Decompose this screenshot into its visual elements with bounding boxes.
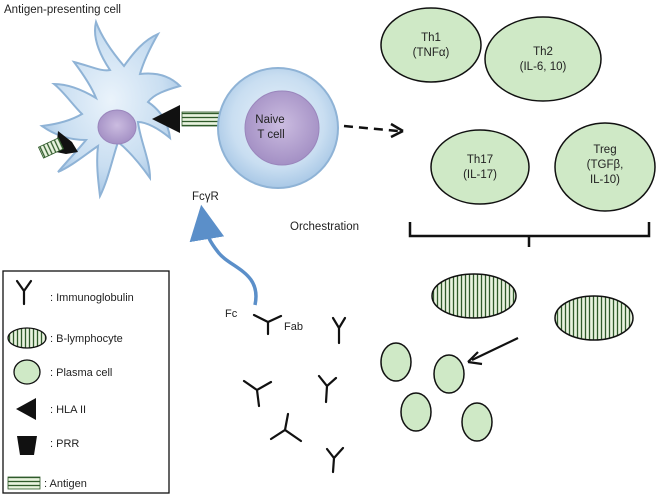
plasma-cell-1 — [380, 342, 412, 382]
plasma-cell-4 — [461, 402, 493, 442]
treg-label-3: IL-10) — [590, 174, 620, 186]
b-lymphocyte-1 — [431, 273, 517, 319]
legend-b-lymphocyte-label: : B-lymphocyte — [50, 333, 123, 345]
orchestration-label: Orchestration — [290, 221, 359, 233]
th1-label-1: Th1 — [421, 32, 441, 44]
fab-label: Fab — [284, 321, 303, 333]
immunoglobulin-labeled — [252, 313, 283, 336]
naive-t-cell-label-2: T cell — [257, 129, 284, 141]
legend-antigen-icon — [7, 476, 41, 490]
antigen-on-hla — [181, 111, 223, 127]
legend-plasma-cell-label: : Plasma cell — [50, 367, 112, 379]
antigen-presenting-cell — [39, 18, 182, 200]
orchestration-bracket — [408, 222, 651, 247]
legend-plasma-cell-icon — [13, 359, 41, 385]
plasma-differentiation-arrowhead — [467, 351, 483, 366]
fcgr-label: FcγR — [192, 191, 219, 203]
legend: : Immunoglobulin : B-lymphocyte : Plasma… — [2, 270, 170, 494]
th2-label-2: (IL-6, 10) — [520, 61, 567, 73]
naive-t-cell-label-1: Naive — [255, 114, 284, 126]
naive-t-cell-nucleus — [244, 90, 320, 166]
differentiation-arrowhead — [390, 122, 404, 139]
th1-cell — [380, 7, 482, 83]
th17-label-2: (IL-17) — [463, 169, 497, 181]
legend-b-lymphocyte-icon — [7, 327, 47, 349]
legend-prr-icon — [17, 436, 37, 455]
th2-cell — [484, 16, 602, 102]
fc-binding-arrow — [189, 204, 258, 306]
th1-label-2: (TNFα) — [413, 47, 450, 59]
immunoglobulin-5 — [325, 446, 345, 474]
plasma-cell-3 — [400, 392, 432, 432]
legend-prr-label: : PRR — [50, 438, 79, 450]
apc-nucleus — [97, 109, 137, 145]
apc-title: Antigen-presenting cell — [4, 4, 121, 16]
hla-ii-molecule — [152, 105, 180, 133]
immunoglobulin-4 — [269, 412, 303, 443]
th2-label-1: Th2 — [533, 46, 553, 58]
immunoglobulin-1 — [331, 316, 347, 345]
legend-immunoglobulin-icon — [15, 279, 33, 306]
treg-label-1: Treg — [593, 144, 616, 156]
legend-antigen-label: : Antigen — [44, 478, 87, 490]
antigen-on-prr — [37, 137, 65, 159]
treg-cell — [554, 122, 656, 212]
immunoglobulin-2 — [242, 379, 273, 408]
th17-label-1: Th17 — [467, 154, 493, 166]
plasma-differentiation-arrow — [471, 337, 519, 361]
differentiation-arrow — [343, 124, 399, 133]
immunoglobulin-3 — [317, 374, 338, 404]
b-lymphocyte-2 — [554, 295, 634, 341]
legend-hla-ii-icon — [16, 398, 36, 420]
legend-hla-ii-label: : HLA II — [50, 404, 86, 416]
legend-immunoglobulin-label: : Immunoglobulin — [50, 292, 134, 304]
fc-label: Fc — [225, 308, 238, 320]
treg-label-2: (TGFβ, — [587, 159, 624, 171]
plasma-cell-2 — [433, 354, 465, 394]
th17-cell — [430, 129, 530, 205]
